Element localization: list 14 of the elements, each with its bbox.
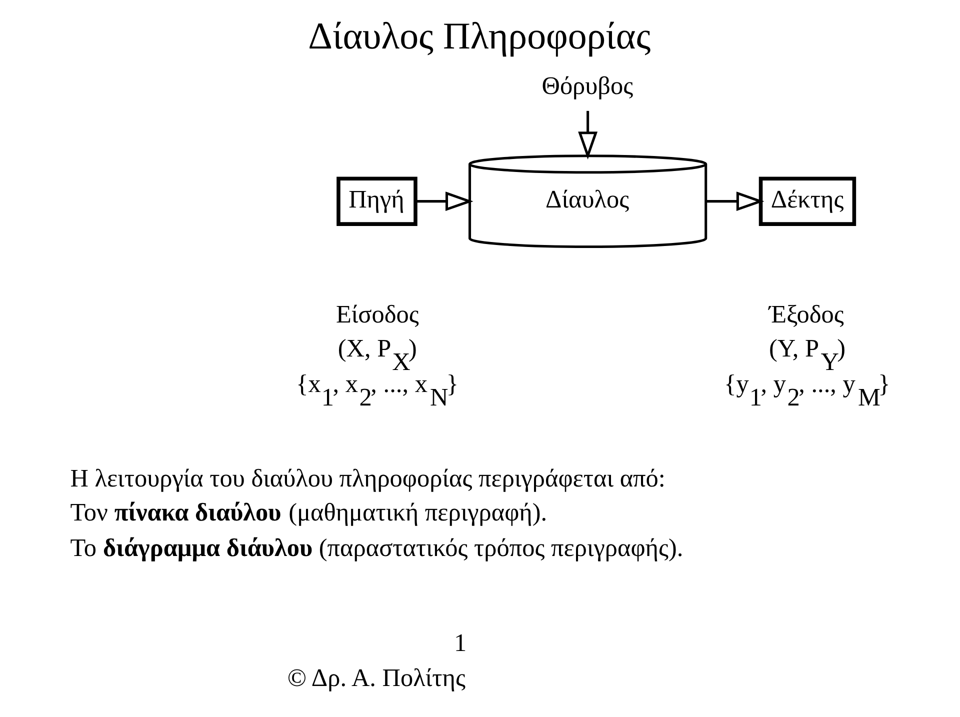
- node-box: Δέκτης: [758, 176, 856, 226]
- arrow: [706, 192, 764, 212]
- arrow: [578, 110, 598, 160]
- node-box: Πηγή: [336, 176, 417, 226]
- diagram-title: Δίαυλος Πληροφορίας: [308, 16, 650, 58]
- label: Τον πίνακα διαύλου (μαθηματική περιγραφή).: [70, 500, 547, 527]
- label: 1: [453, 630, 466, 657]
- label: Είσοδος: [335, 302, 418, 329]
- label: © Δρ. Α. Πολίτης: [286, 665, 466, 692]
- label: Το διάγραμμα διάυλου (παραστατικός τρόπος περιγραφής).: [70, 535, 683, 562]
- label: Έξοδος: [768, 302, 844, 329]
- label: Η λειτουργία του διαύλου πληροφορίας περιγράφεται από:: [70, 466, 665, 493]
- node-text: Θόρυβος: [541, 73, 633, 100]
- arrow: [415, 192, 473, 212]
